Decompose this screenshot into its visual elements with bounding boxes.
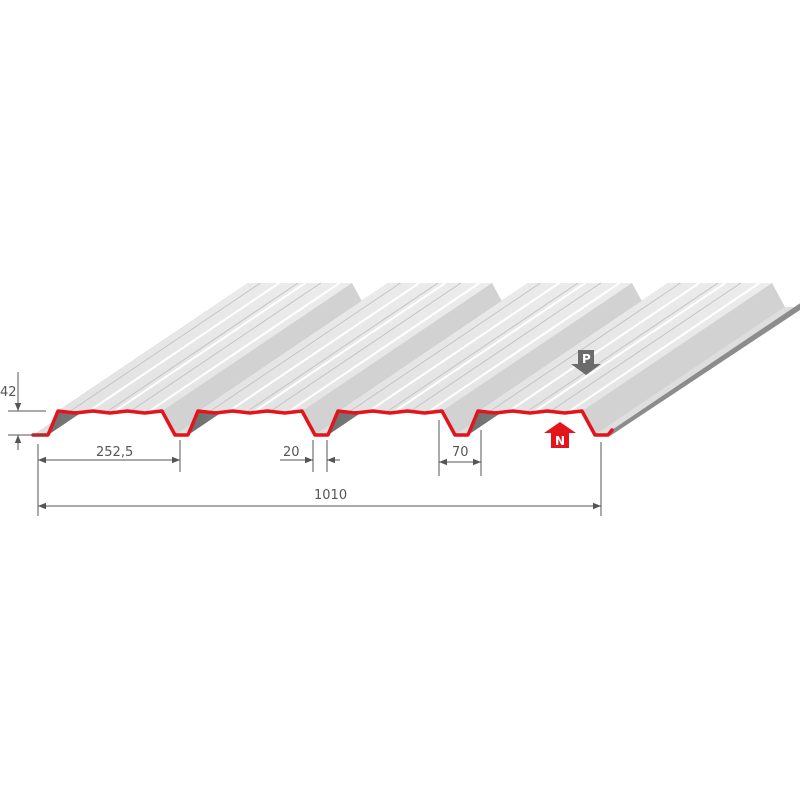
dimension-height: [8, 372, 46, 450]
sheet-top-face: [198, 283, 492, 411]
sheet-stiffener-line: [210, 282, 401, 412]
sheet-stiffener-line: [394, 282, 586, 412]
height-label: 42: [0, 385, 17, 400]
dimension-top-gap: [438, 420, 482, 476]
dimension-cover-width: [38, 442, 602, 516]
positive-load-arrow-icon: P: [571, 350, 601, 375]
sheet-stiffener-line: [130, 282, 322, 412]
profile-section-line: [31, 409, 614, 437]
sheet-falling-web: [582, 283, 785, 435]
sheet-stiffener-line: [254, 282, 446, 412]
sheet-stiffener-line: [568, 282, 761, 412]
sheet-stiffener-line: [527, 282, 719, 412]
top-gap-label: 70: [452, 445, 469, 460]
sheet-stiffener-line: [368, 282, 560, 412]
sheet-stiffener-line: [288, 282, 481, 412]
sheet-stiffener-line: [350, 282, 541, 412]
profile-outline: [31, 409, 614, 437]
sheet-top-face: [338, 283, 632, 411]
sheet-stiffener-line: [247, 282, 439, 412]
sheet-stiffener-line: [114, 282, 306, 412]
sheet-stiffener-line: [148, 282, 341, 412]
negative-load-arrow-icon: N: [544, 422, 576, 448]
positive-load-label: P: [582, 352, 591, 366]
sheet-stiffener-line: [534, 282, 726, 412]
sheet-top-face: [478, 283, 772, 411]
sheet-stiffener-line: [387, 282, 579, 412]
cover-width-label: 1010: [314, 488, 347, 503]
sheet-edge: [610, 303, 800, 436]
sheet-falling-web: [162, 283, 365, 435]
sheet-stiffener-line: [70, 282, 261, 412]
bottom-width-label: 20: [283, 445, 300, 460]
sheet-stiffener-line: [270, 282, 462, 412]
sheet-falling-web: [302, 283, 505, 435]
sheet-stiffener-line: [88, 282, 280, 412]
sheet-surface: [33, 282, 800, 436]
sheet-falling-web: [442, 283, 645, 435]
sheet-stiffener-line: [428, 282, 621, 412]
sheet-stiffener-line: [508, 282, 700, 412]
rib-pitch-label: 252,5: [96, 445, 133, 460]
sheet-stiffener-line: [410, 282, 602, 412]
sheet-stiffener-line: [490, 282, 681, 412]
sheet-stiffener-line: [550, 282, 742, 412]
sheet-stiffener-line: [107, 282, 299, 412]
sheet-stiffener-line: [228, 282, 420, 412]
sheet-top-face: [58, 283, 352, 411]
negative-load-label: N: [555, 434, 565, 448]
dimension-bottom-width: [280, 440, 340, 472]
